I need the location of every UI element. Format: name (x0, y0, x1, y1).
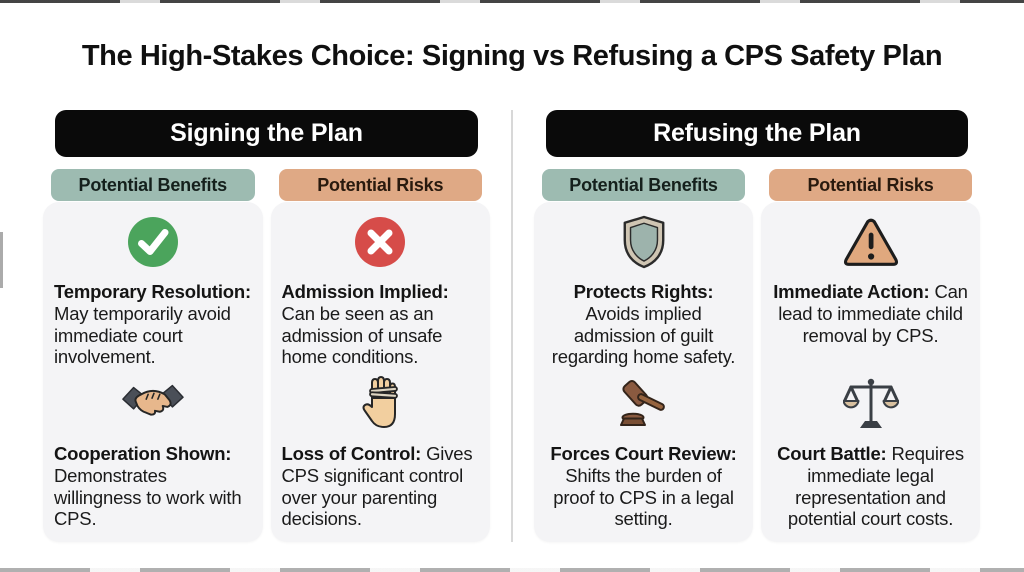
card-term: Admission Implied: (281, 281, 449, 302)
card-term: Protects Rights: (573, 281, 714, 302)
card-term: Temporary Resolution: (54, 281, 251, 302)
refusing-header: Refusing the Plan (546, 110, 968, 157)
benefit-card: Protects Rights: Avoids implied admissio… (543, 208, 744, 370)
bound-hand-icon (359, 375, 401, 433)
column-refusing: Refusing the Plan Potential Benefits Pro… (534, 108, 980, 542)
signing-risks-column: Potential Risks Admission Implied: Can b… (270, 169, 490, 542)
benefit-card: Forces Court Review: Shifts the burden o… (543, 370, 744, 532)
risk-card: Admission Implied: Can be seen as an adm… (280, 208, 482, 370)
benefit-card: Temporary Resolution: May temporarily av… (52, 208, 254, 370)
benefit-card: Cooperation Shown: Demonstrates willingn… (52, 370, 254, 532)
refusing-risks-column: Potential Risks Immediate Action: (761, 169, 980, 542)
card-body: Gives CPS significant control over your … (281, 443, 473, 530)
card-term: Loss of Control: (281, 443, 422, 464)
letterbox-artifact-top (0, 0, 1024, 3)
card-term: Cooperation Shown: (54, 443, 232, 464)
signing-header: Signing the Plan (55, 110, 478, 157)
shield-icon (619, 213, 669, 271)
card-body: Avoids implied admission of guilt regard… (551, 302, 736, 368)
refusing-risks-panel: Immediate Action: Can lead to immediate … (761, 202, 980, 542)
signing-benefits-column: Potential Benefits Temporary Resolution:… (43, 169, 263, 542)
signing-benefits-chip: Potential Benefits (51, 169, 255, 201)
cross-circle-icon (354, 213, 406, 271)
card-term: Forces Court Review: (550, 443, 737, 464)
refusing-risks-chip: Potential Risks (769, 169, 972, 201)
card-body: Shifts the burden of proof to CPS in a l… (553, 464, 734, 530)
letterbox-artifact-bottom (0, 568, 1024, 572)
card-body: Can lead to immediate child removal by C… (778, 281, 968, 346)
risk-card: Loss of Control: Gives CPS significant c… (280, 370, 482, 532)
card-term: Court Battle: (777, 443, 887, 464)
signing-risks-chip: Potential Risks (278, 169, 482, 201)
signing-risks-panel: Admission Implied: Can be seen as an adm… (270, 202, 490, 542)
gavel-icon (614, 375, 674, 433)
card-body: Can be seen as an admission of unsafe ho… (281, 302, 443, 368)
risk-card: Court Battle: Requires immediate legal r… (770, 370, 971, 532)
warning-triangle-icon (842, 213, 900, 271)
signing-benefits-panel: Temporary Resolution: May temporarily av… (43, 202, 263, 542)
page-title: The High-Stakes Choice: Signing vs Refus… (81, 40, 943, 72)
risk-card: Immediate Action: Can lead to immediate … (770, 208, 971, 370)
edge-artifact-left (0, 232, 3, 288)
scales-icon (842, 375, 899, 433)
refusing-benefits-column: Potential Benefits Protects Rights: Avoi… (534, 169, 753, 542)
handshake-icon (121, 375, 185, 433)
card-body: Demonstrates willingness to work with CP… (54, 464, 242, 530)
refusing-benefits-chip: Potential Benefits (542, 169, 745, 201)
card-body: May temporarily avoid immediate court in… (54, 302, 231, 368)
column-signing: Signing the Plan Potential Benefits Temp… (43, 108, 490, 542)
vertical-divider (511, 110, 513, 542)
check-circle-icon (127, 213, 179, 271)
card-body: Requires immediate legal representation … (787, 443, 964, 530)
refusing-benefits-panel: Protects Rights: Avoids implied admissio… (534, 202, 753, 542)
card-term: Immediate Action: (773, 281, 930, 302)
comparison-layout: Signing the Plan Potential Benefits Temp… (43, 108, 981, 542)
